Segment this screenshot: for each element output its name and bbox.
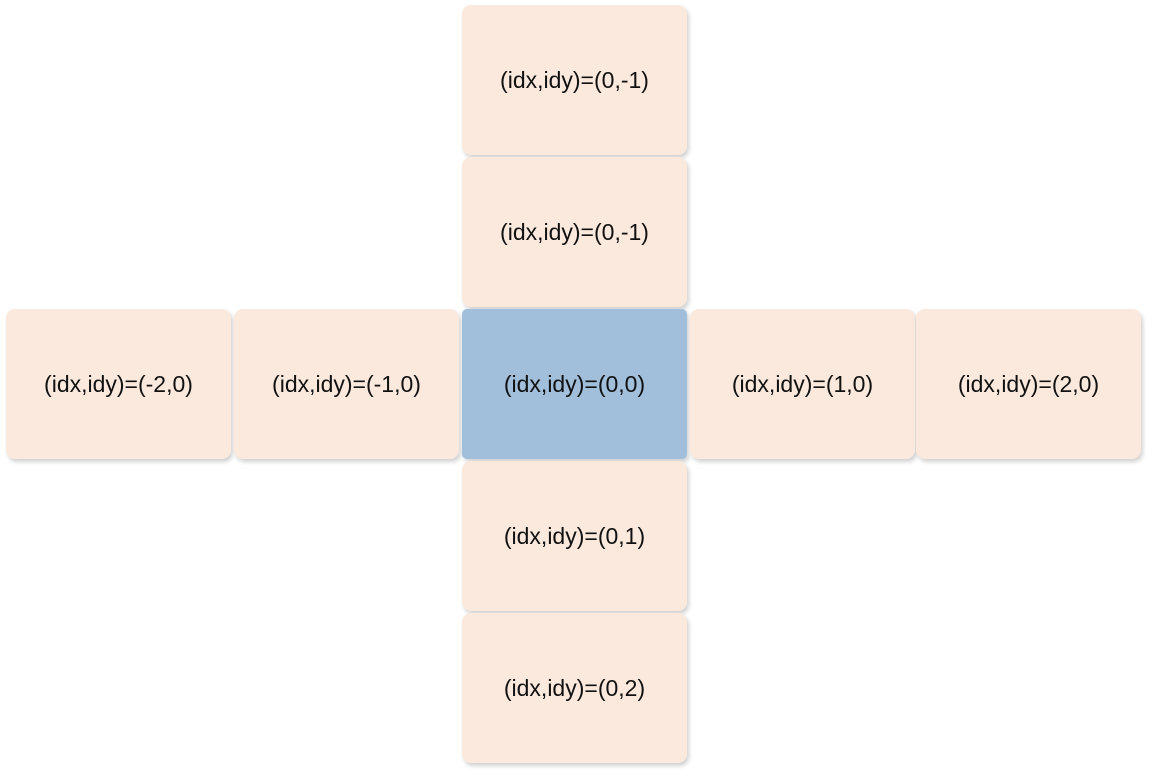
cell-left-2: (idx,idy)=(-2,0) bbox=[6, 309, 231, 459]
cell-label: (idx,idy)=(-2,0) bbox=[44, 370, 193, 397]
cell-right-1: (idx,idy)=(1,0) bbox=[690, 309, 915, 459]
cell-center: (idx,idy)=(0,0) bbox=[462, 309, 687, 459]
cell-label: (idx,idy)=(0,-1) bbox=[500, 218, 649, 245]
cell-up-2: (idx,idy)=(0,-1) bbox=[462, 5, 687, 155]
cell-label: (idx,idy)=(2,0) bbox=[957, 370, 1100, 397]
cell-label: (idx,idy)=(1,0) bbox=[731, 370, 874, 397]
cell-down-1: (idx,idy)=(0,1) bbox=[462, 461, 687, 611]
cell-label: (idx,idy)=(0,1) bbox=[503, 522, 646, 549]
cell-left-1: (idx,idy)=(-1,0) bbox=[234, 309, 459, 459]
cell-right-2: (idx,idy)=(2,0) bbox=[916, 309, 1141, 459]
cell-label: (idx,idy)=(-1,0) bbox=[272, 370, 421, 397]
cell-label: (idx,idy)=(0,-1) bbox=[500, 66, 649, 93]
cell-label: (idx,idy)=(0,0) bbox=[503, 370, 646, 397]
cell-down-2: (idx,idy)=(0,2) bbox=[462, 613, 687, 763]
cell-up-1: (idx,idy)=(0,-1) bbox=[462, 157, 687, 307]
cell-label: (idx,idy)=(0,2) bbox=[503, 674, 646, 701]
